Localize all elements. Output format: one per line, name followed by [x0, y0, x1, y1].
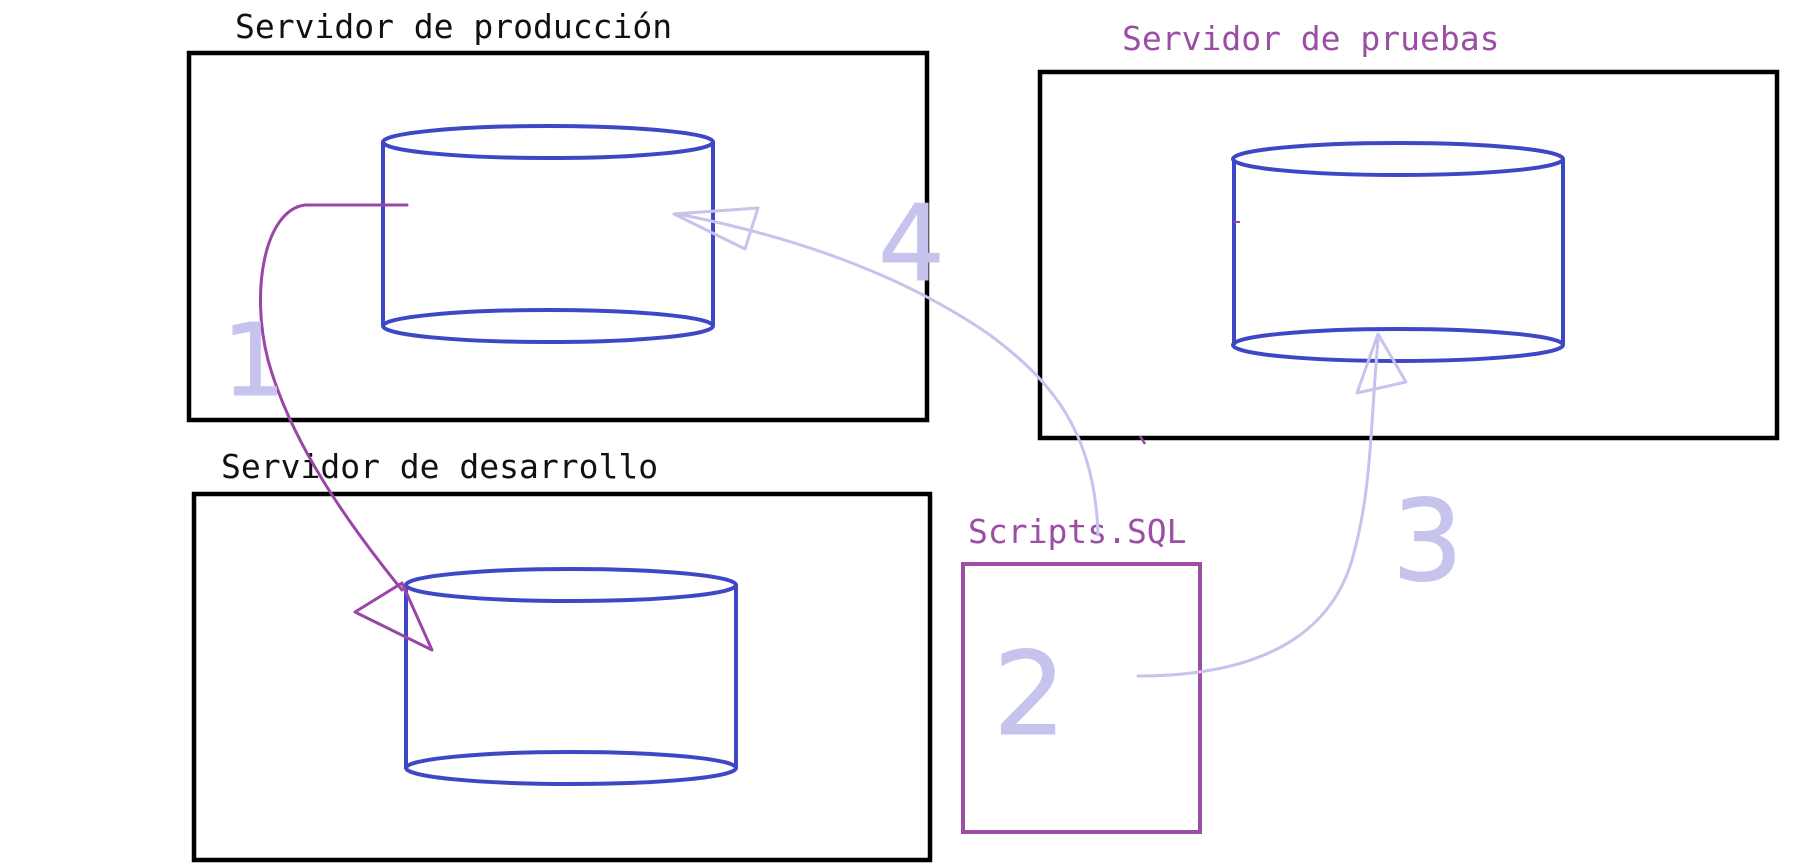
arrow-step-1: [258, 203, 434, 652]
arrow-step-3-line: [1136, 338, 1380, 678]
arrow-step-1-line: [258, 203, 409, 592]
arrow-step-4: [672, 206, 1100, 537]
test-server-label: Servidor de pruebas: [1122, 19, 1500, 58]
production-server-box: [186, 50, 930, 423]
arrow-step-3-head: [1355, 332, 1408, 395]
production-server-label: Servidor de producción: [235, 7, 672, 46]
scripts-sql: Scripts.SQL: [961, 512, 1202, 834]
arrow-step-1-head: [353, 581, 434, 652]
test-server: Servidor de pruebas: [1037, 19, 1780, 441]
development-database-icon: [404, 567, 738, 786]
step-3-number: 3: [1392, 477, 1463, 607]
test-server-box: [1037, 69, 1780, 441]
scripts-sql-box: [961, 562, 1202, 834]
scripts-sql-label: Scripts.SQL: [968, 512, 1187, 551]
development-server: Servidor de desarrollo: [191, 447, 933, 863]
step-1-number: 1: [222, 302, 286, 419]
development-server-label: Servidor de desarrollo: [221, 447, 658, 486]
development-server-box: [191, 491, 933, 863]
production-server: Servidor de producción: [186, 7, 930, 423]
production-database-icon: [381, 124, 715, 344]
step-2-number: 2: [993, 628, 1066, 762]
arrow-step-4-head: [672, 206, 760, 251]
step-4-number: 4: [878, 183, 945, 305]
arrow-step-4-line: [676, 212, 1100, 537]
test-database-icon: [1231, 141, 1565, 363]
arrow-step-3: [1136, 332, 1408, 678]
stray-mark: [1138, 435, 1147, 445]
